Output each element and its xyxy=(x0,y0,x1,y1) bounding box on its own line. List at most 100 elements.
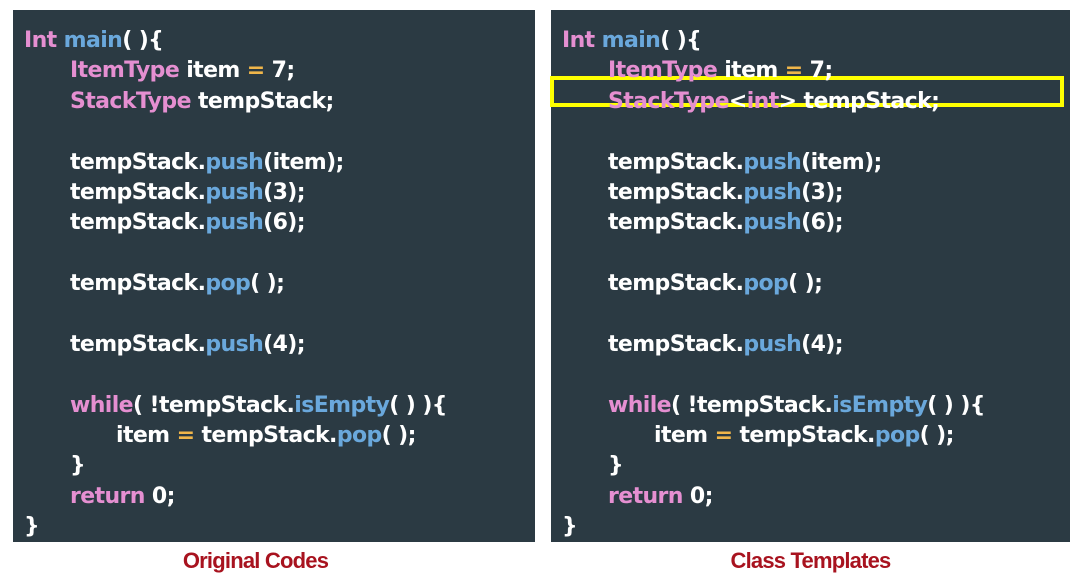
code-token: 0; xyxy=(144,483,176,509)
code-token: tempStack. xyxy=(608,210,744,236)
code-token: return xyxy=(608,483,683,509)
code-token: push xyxy=(743,179,802,205)
code-token: ( !tempStack. xyxy=(133,392,295,418)
code-line: tempStack.push(item); xyxy=(562,148,985,178)
code-token: } xyxy=(70,453,86,479)
code-token: tempStack. xyxy=(732,423,875,449)
code-token: (6); xyxy=(801,210,843,236)
code-token: tempStack. xyxy=(608,179,744,205)
original-code-panel: Int main( ){ItemType item = 7;StackType … xyxy=(13,10,535,542)
code-token: push xyxy=(743,331,802,357)
code-token: tempStack. xyxy=(70,210,206,236)
code-token: while xyxy=(70,392,134,418)
code-token: push xyxy=(205,149,264,175)
code-token: tempStack. xyxy=(70,271,206,297)
code-token: main xyxy=(63,28,123,53)
code-token: while xyxy=(608,392,672,418)
code-token: isEmpty xyxy=(294,392,390,418)
code-token: StackType xyxy=(608,88,729,114)
code-token: ( ); xyxy=(381,423,417,449)
code-token: (item); xyxy=(263,149,344,175)
code-token: = xyxy=(246,58,265,84)
code-line: tempStack.push(item); xyxy=(24,148,447,178)
code-line: tempStack.push(4); xyxy=(24,330,447,360)
code-token: ItemType xyxy=(70,58,180,84)
code-line: tempStack.pop( ); xyxy=(24,269,447,299)
code-token: (4); xyxy=(263,331,305,357)
code-token: return xyxy=(70,483,145,509)
code-line xyxy=(562,300,985,330)
code-line: item = tempStack.pop( ); xyxy=(562,421,985,451)
code-token: tempStack. xyxy=(70,179,206,205)
code-token: push xyxy=(205,210,264,236)
code-line: return 0; xyxy=(24,482,447,512)
class-template-panel: Int main( ){ItemType item = 7;StackType<… xyxy=(550,10,1070,543)
code-line: StackType<int> tempStack; xyxy=(562,87,985,117)
code-token: ( ); xyxy=(919,423,955,449)
original-code-caption: Original Codes xyxy=(182,548,329,573)
code-token: Int xyxy=(24,28,64,53)
code-line: while( !tempStack.isEmpty( ) ){ xyxy=(24,391,447,421)
original-code-block: Int main( ){ItemType item = 7;StackType … xyxy=(24,26,447,543)
code-token: ( ){ xyxy=(660,28,702,53)
code-line: while( !tempStack.isEmpty( ) ){ xyxy=(562,391,985,421)
code-token: Int xyxy=(562,28,602,53)
code-token: } xyxy=(562,514,578,540)
code-token: tempStack; xyxy=(190,88,334,114)
code-line: tempStack.push(3); xyxy=(562,178,985,208)
code-line xyxy=(562,360,985,390)
code-token: item xyxy=(179,58,247,84)
highlighted-line-box xyxy=(550,76,1064,107)
code-token: tempStack. xyxy=(608,271,744,297)
code-line: tempStack.push(3); xyxy=(24,178,447,208)
code-token: pop xyxy=(743,271,789,297)
code-line xyxy=(24,300,447,330)
code-token: tempStack. xyxy=(608,149,744,175)
code-line: Int main( ){ xyxy=(562,26,985,56)
code-token: 0; xyxy=(682,483,714,509)
code-line: Int main( ){ xyxy=(24,26,447,56)
code-line: } xyxy=(562,451,985,481)
code-token: (item); xyxy=(801,149,882,175)
code-token: = xyxy=(784,58,803,84)
code-token: int xyxy=(746,88,780,114)
code-token: (3); xyxy=(263,179,305,205)
code-line: ItemType item = 7; xyxy=(24,56,447,86)
code-line: tempStack.push(6); xyxy=(24,208,447,238)
code-token: push xyxy=(205,179,264,205)
code-token: (6); xyxy=(263,210,305,236)
code-token: item xyxy=(116,423,177,449)
code-line: } xyxy=(562,512,985,542)
code-line xyxy=(24,360,447,390)
code-token: pop xyxy=(874,423,920,449)
code-token: > tempStack; xyxy=(778,88,940,114)
code-token: tempStack. xyxy=(194,423,337,449)
code-line: } xyxy=(24,512,447,542)
code-line: item = tempStack.pop( ); xyxy=(24,421,447,451)
code-token: push xyxy=(743,149,802,175)
code-line: } xyxy=(24,451,447,481)
code-token: push xyxy=(743,210,802,236)
code-token: (3); xyxy=(801,179,843,205)
code-line: tempStack.push(6); xyxy=(562,208,985,238)
code-token: StackType xyxy=(70,88,191,114)
code-token: tempStack. xyxy=(608,331,744,357)
code-token: ( ) ){ xyxy=(927,392,985,418)
code-token: ItemType xyxy=(608,58,718,84)
code-token: push xyxy=(205,331,264,357)
code-token: ( ) ){ xyxy=(389,392,447,418)
code-line xyxy=(562,239,985,269)
code-token: ( ); xyxy=(250,271,285,297)
class-template-code-block: Int main( ){ItemType item = 7;StackType<… xyxy=(562,26,985,543)
code-token: item xyxy=(654,423,715,449)
code-token: 7; xyxy=(802,58,834,84)
code-line xyxy=(24,117,447,147)
code-line: tempStack.pop( ); xyxy=(562,269,985,299)
class-template-caption: Class Templates xyxy=(730,548,891,573)
code-token: = xyxy=(176,423,195,449)
code-line xyxy=(24,239,447,269)
code-token: main xyxy=(601,28,661,53)
code-token: item xyxy=(717,58,785,84)
code-line: StackType tempStack; xyxy=(24,87,447,117)
code-token: ( ); xyxy=(788,271,823,297)
